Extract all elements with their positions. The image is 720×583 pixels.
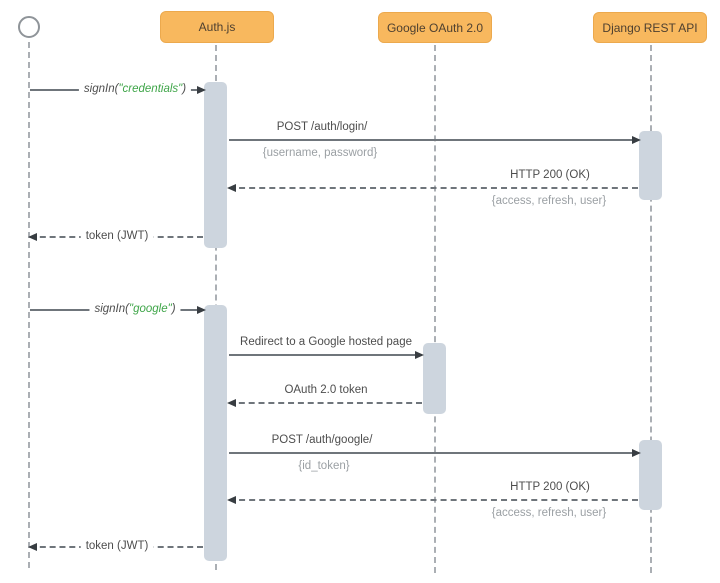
participant-label: Auth.js (198, 20, 236, 34)
arrowhead-icon (415, 351, 424, 359)
message-line (229, 402, 422, 404)
message-label: Redirect to a Google hosted page (240, 336, 412, 348)
participant-google-oauth: Google OAuth 2.0 (378, 12, 492, 43)
participant-label: Django REST API (602, 20, 698, 35)
message-params: {access, refresh, user} (491, 507, 607, 519)
message-params: {access, refresh, user} (491, 195, 607, 207)
message-label: HTTP 200 (OK) (510, 481, 590, 493)
participant-django-rest-api: Django REST API (593, 12, 707, 43)
activation-google-1 (423, 343, 446, 414)
message-label: HTTP 200 (OK) (510, 169, 590, 181)
message-params: {username, password} (262, 147, 378, 159)
message-line (229, 187, 638, 189)
message-label: signIn("google") (89, 303, 181, 316)
arrowhead-icon (197, 86, 206, 94)
activation-authjs-1 (204, 82, 227, 248)
arrowhead-icon (227, 184, 236, 192)
message-label: signIn("credentials") (78, 83, 192, 96)
lifeline-actor (28, 42, 30, 568)
lifeline-google-oauth (434, 45, 436, 573)
participant-authjs: Auth.js (160, 11, 274, 43)
arrowhead-icon (632, 449, 641, 457)
message-label: token (JWT) (80, 230, 154, 243)
arrowhead-icon (227, 496, 236, 504)
message-label: OAuth 2.0 token (284, 384, 368, 396)
message-line (229, 452, 639, 454)
activation-django-2 (639, 440, 662, 510)
message-label: token (JWT) (80, 540, 154, 553)
message-line (229, 354, 422, 356)
arrowhead-icon (28, 233, 37, 241)
participant-label: Google OAuth 2.0 (386, 20, 484, 35)
message-line (229, 499, 638, 501)
message-params: {id_token} (298, 460, 350, 472)
message-label: POST /auth/google/ (271, 434, 373, 446)
arrowhead-icon (227, 399, 236, 407)
activation-django-1 (639, 131, 662, 200)
arrowhead-icon (197, 306, 206, 314)
arrowhead-icon (632, 136, 641, 144)
arrowhead-icon (28, 543, 37, 551)
message-label: POST /auth/login/ (276, 121, 368, 133)
activation-authjs-2 (204, 305, 227, 561)
message-line (229, 139, 639, 141)
actor-icon (18, 16, 40, 38)
lifeline-django-rest-api (650, 45, 652, 573)
